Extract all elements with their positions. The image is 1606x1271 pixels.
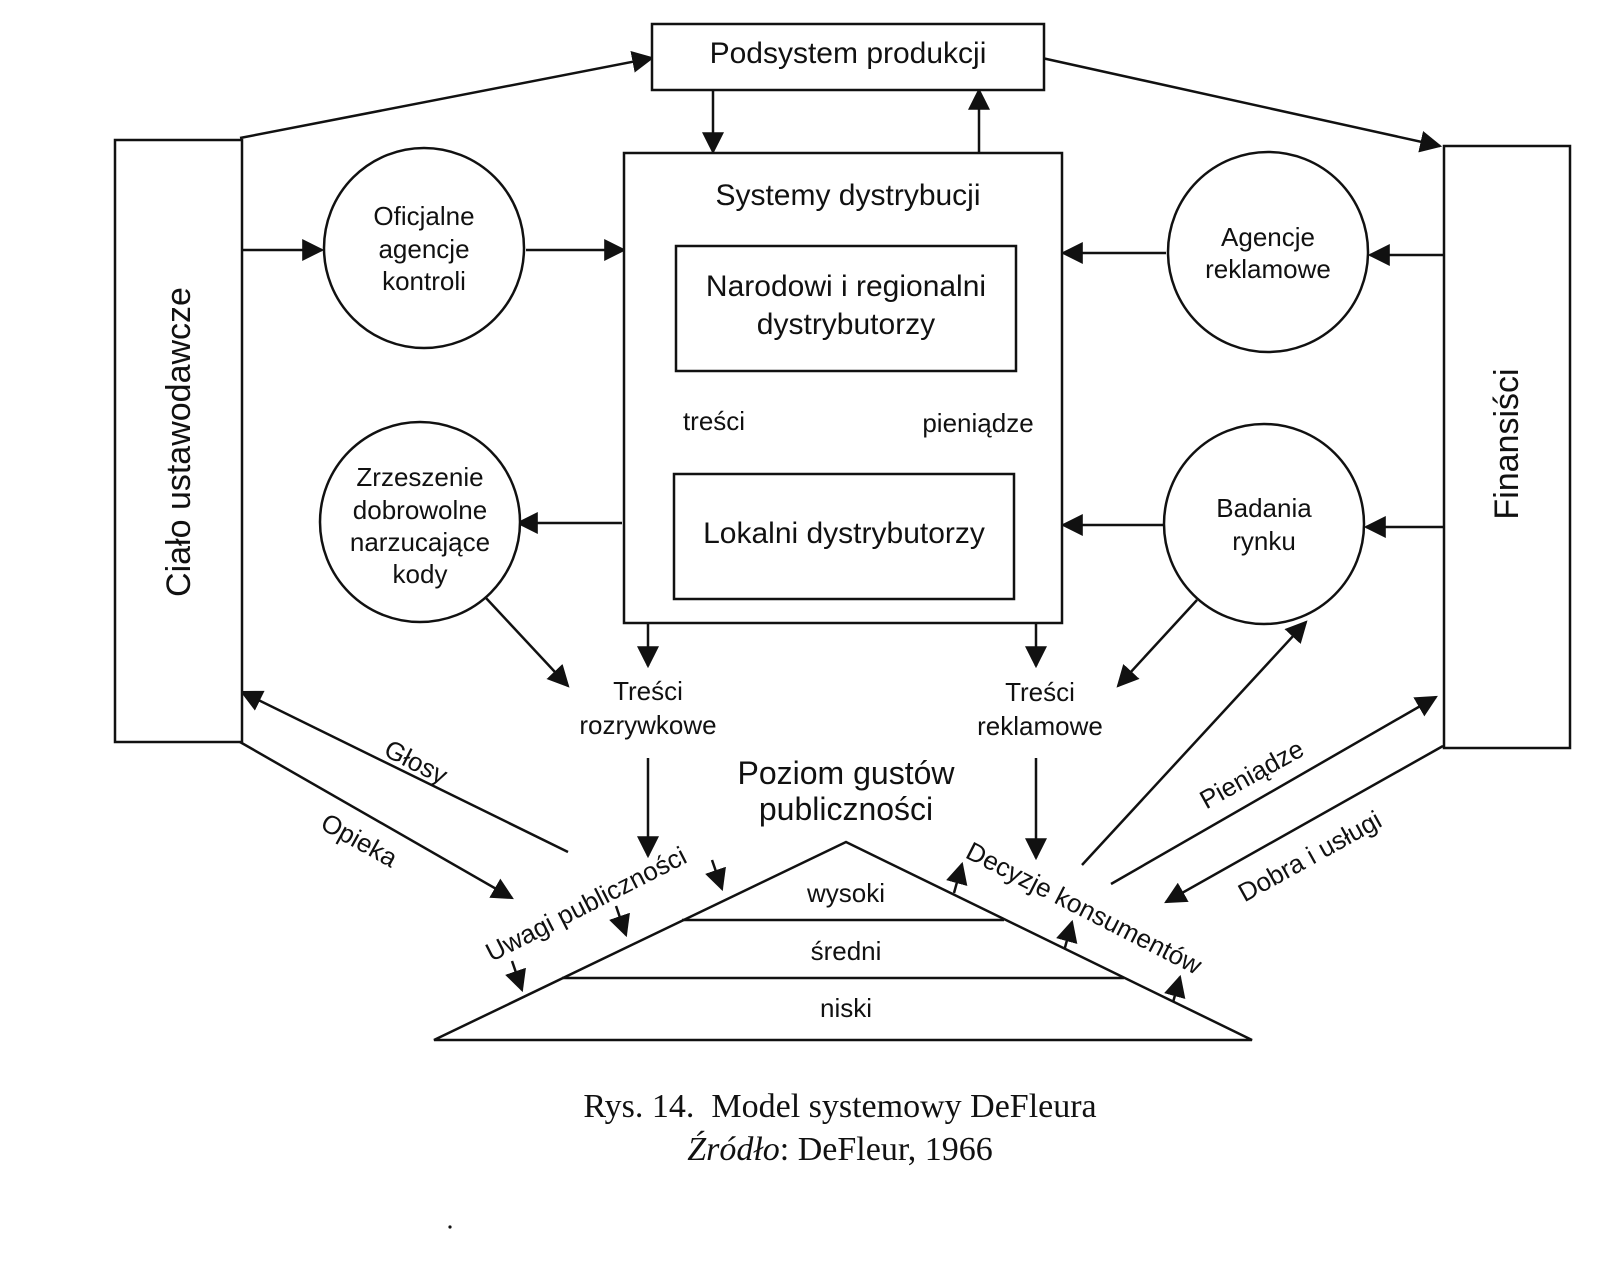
local-distributors-box [672,472,1016,601]
arrow-production-to-financiers [1041,56,1443,153]
legislative-body: Ciało ustawodawcze [113,138,244,744]
production-label: Podsystem produkcji [710,37,987,70]
control-agencies: Oficjalne agencje kontroli [322,146,526,350]
attention-arrow-1 [505,960,526,993]
arrow-consumer-decisions-to-market-research [1081,620,1308,866]
taste-level-medium: średni [811,936,882,966]
arrow-goods-services-from-financiers [1164,744,1444,904]
market-research: Badania rynku [1162,422,1366,626]
advertising-content-line2: reklamowe [977,711,1103,741]
distribution-system: Systemy dystrybucji Narodowi i regionaln… [622,151,1064,625]
voluntary-codes-circle [318,420,522,624]
voluntary-codes-line1: Zrzeszenie [356,462,483,492]
voluntary-codes-line3: narzucające [350,527,490,557]
taste-pyramid: wysoki średni niski [433,840,1253,1042]
figure-caption: Rys. 14. Model systemowy DeFleura [583,1088,1096,1125]
production-subsystem: Podsystem produkcji [650,22,1046,92]
entertainment-content-line1: Treści [613,676,683,706]
decision-arrow-2 [1056,919,1078,952]
taste-level-high: wysoki [806,878,885,908]
content-flow-label: treści [683,406,745,436]
control-agencies-line3: kontroli [382,266,466,296]
market-research-line1: Badania [1216,493,1312,523]
ad-agencies-line1: Agencje [1221,222,1315,252]
control-agencies-line2: agencje [378,234,469,264]
national-distributors-line2: dystrybutorzy [757,308,935,341]
arrow-patronage-from-legislative [239,740,514,900]
source-text: : DeFleur, 1966 [780,1131,993,1168]
taste-level-line2: publiczności [759,791,933,827]
source-label: Źródło [687,1131,780,1168]
financiers: Finansiści [1442,144,1572,750]
legislative-box [113,138,244,744]
financiers-box [1442,144,1572,750]
voluntary-codes-line4: kody [393,559,448,589]
advertising-agencies: Agencje reklamowe [1166,150,1370,354]
distribution-title: Systemy dystrybucji [715,179,980,212]
local-distributors-label: Lokalni dystrybutorzy [703,517,985,550]
figure-source: Źródło: DeFleur, 1966 [687,1131,993,1168]
control-agencies-line1: Oficjalne [373,201,474,231]
attention-arrow-2 [609,905,630,938]
ad-agencies-circle [1166,150,1370,354]
taste-level-line1: Poziom gustów [738,755,956,791]
entertainment-content-line2: rozrywkowe [579,710,716,740]
market-research-circle [1162,422,1366,626]
decision-arrow-1 [946,861,968,894]
money-flow-inner-label: pieniądze [922,408,1033,438]
patronage-label: Opieka [316,807,403,873]
control-agencies-circle [322,146,526,350]
voluntary-codes: Zrzeszenie dobrowolne narzucające kody [318,420,522,624]
ad-agencies-line2: reklamowe [1205,254,1331,284]
taste-level-low: niski [820,993,872,1023]
national-distributors-line1: Narodowi i regionalni [706,270,986,303]
arrow-votes-to-legislative [240,690,569,854]
arrow-money-to-financiers [1110,695,1438,886]
arrow-market-research-to-advertising [1116,599,1198,688]
votes-label: Głosy [380,734,453,791]
financiers-label: Finansiści [1488,368,1526,519]
arrow-voluntary-codes-to-entertainment [485,597,570,688]
national-distributors-box [674,244,1018,373]
stray-dot [448,1225,452,1229]
advertising-content-line1: Treści [1005,677,1075,707]
market-research-line2: rynku [1232,526,1296,556]
pyramid-outline [433,840,1253,1042]
legislative-label: Ciało ustawodawcze [160,287,198,597]
voluntary-codes-line2: dobrowolne [353,495,487,525]
arrow-legislative-to-production [239,50,655,140]
production-box [650,22,1046,92]
attention-arrow-3 [705,859,726,892]
